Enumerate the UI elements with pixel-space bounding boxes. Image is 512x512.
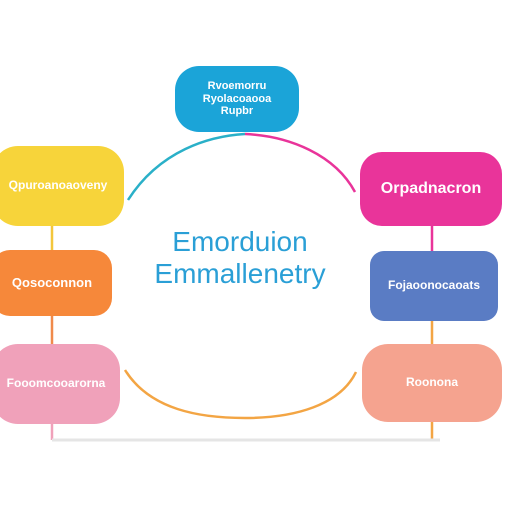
ring-arc-bottom-left (123, 369, 246, 420)
node-right-1-label: Orpadnacron (380, 179, 482, 197)
center-title-line-2: Emmallenetry (154, 258, 326, 290)
node-right-3: Roonona (362, 344, 502, 422)
ring-arc-top-right (244, 132, 357, 193)
node-top-line-2: Ryolacoaooa (202, 92, 272, 105)
node-left-2-label: Qosoconnon (11, 274, 93, 290)
ring-arc-bottom-right (244, 371, 358, 420)
node-right-3-label: Roonona (406, 375, 458, 390)
node-left-1: Qpuroanoaoveny (0, 146, 124, 226)
center-title-line-1: Emorduion (172, 226, 308, 257)
node-top: Rvoemorru Ryolacoaooa Rupbr (175, 66, 299, 132)
node-top-line-1: Rvoemorru (207, 80, 267, 93)
node-top-line-3: Rupbr (220, 105, 254, 118)
center-title: Emorduion Emmallenetry (120, 226, 360, 290)
node-left-2: Qosoconnon (0, 250, 112, 316)
node-left-3-label: Fooomcooarorna (6, 376, 106, 391)
node-right-2: Fojaoonocaoats (370, 251, 498, 321)
node-left-1-label: Qpuroanoaoveny (8, 178, 108, 193)
node-left-3: Fooomcooarorna (0, 344, 120, 424)
node-right-2-label: Fojaoonocaoats (387, 278, 480, 293)
node-right-1: Orpadnacron (360, 152, 502, 226)
ring-arc-top-left (126, 132, 246, 201)
